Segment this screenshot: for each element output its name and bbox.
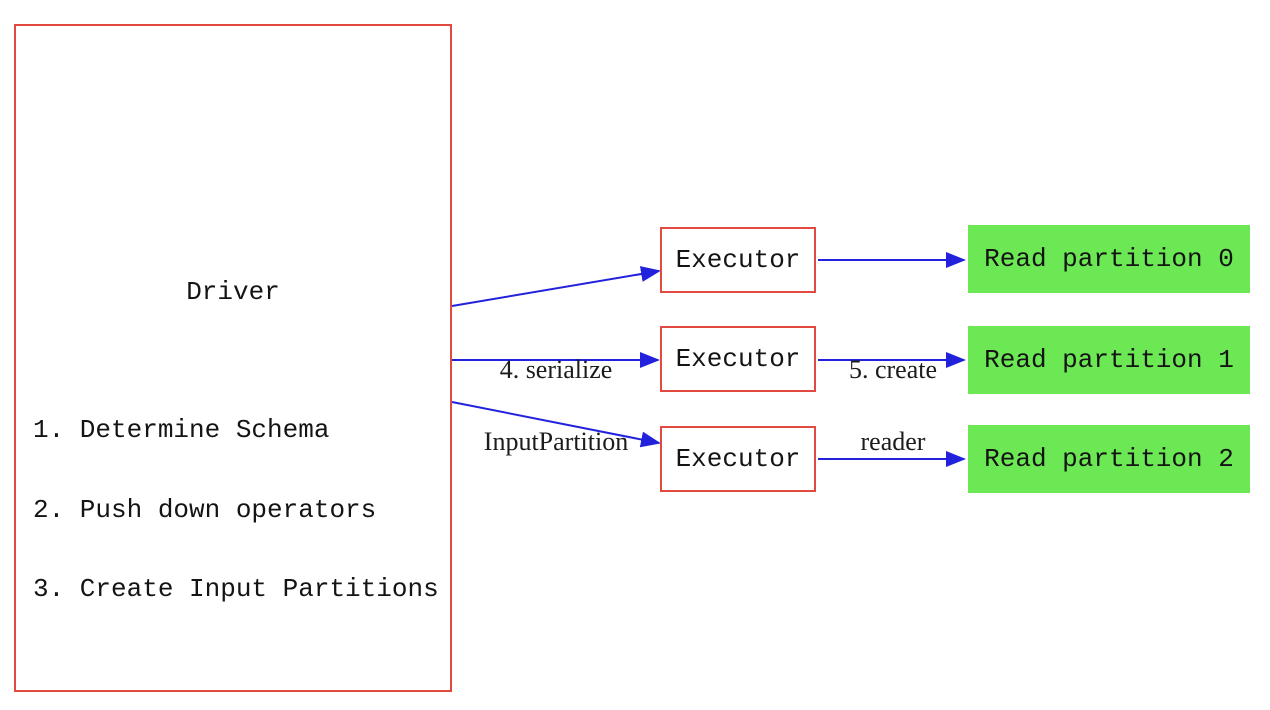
arrow-driver-to-executor-0 xyxy=(451,266,661,307)
edge-label-line: 4. serialize xyxy=(499,355,613,384)
read-partition-node-0: Read partition 0 xyxy=(968,225,1250,293)
executor-label: Executor xyxy=(675,245,801,275)
read-partition-node-2: Read partition 2 xyxy=(968,425,1250,493)
read-partition-label: Read partition 1 xyxy=(984,345,1234,375)
edge-label-line: reader xyxy=(860,427,926,456)
executor-label: Executor xyxy=(675,444,801,474)
edge-label-line: 5. create xyxy=(848,355,938,384)
executor-node-1: Executor xyxy=(660,326,816,392)
executor-node-2: Executor xyxy=(660,426,816,492)
driver-node: Driver 1. Determine Schema 2. Push down … xyxy=(14,24,452,692)
driver-title: Driver xyxy=(186,277,280,307)
read-partition-label: Read partition 2 xyxy=(984,444,1234,474)
executor-node-0: Executor xyxy=(660,227,816,293)
driver-step-3: 3. Create Input Partitions xyxy=(33,574,439,604)
edge-label-line: InputPartition xyxy=(483,427,629,456)
edge-label-create-reader: 5. create reader xyxy=(849,310,937,502)
driver-step-1: 1. Determine Schema xyxy=(33,415,330,445)
executor-label: Executor xyxy=(675,344,801,374)
read-partition-node-1: Read partition 1 xyxy=(968,326,1250,394)
read-partition-label: Read partition 0 xyxy=(984,244,1234,274)
driver-steps: 1. Determine Schema 2. Push down operato… xyxy=(33,364,439,656)
edge-label-serialize-inputpartition: 4. serialize InputPartition xyxy=(484,310,628,502)
driver-step-2: 2. Push down operators xyxy=(33,494,377,525)
